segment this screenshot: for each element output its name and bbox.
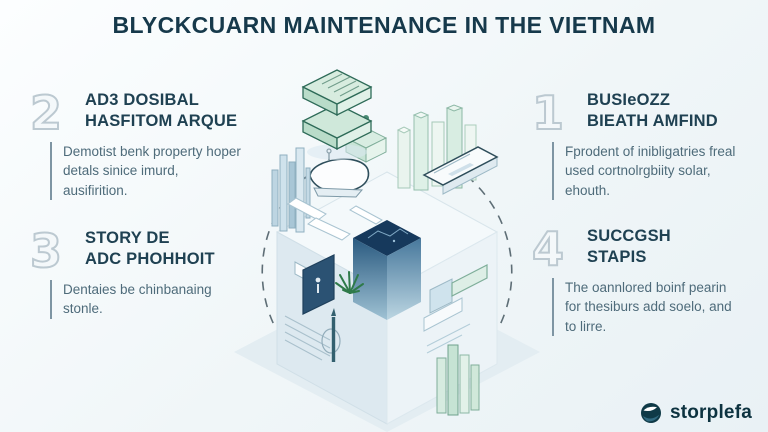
laptop-panel bbox=[422, 146, 499, 195]
step-heading: BUSIeOZZ BIEATH AMFIND bbox=[587, 90, 760, 131]
step-number: 1 bbox=[531, 86, 565, 140]
step-heading: STORY DE ADC PHOHHOIT bbox=[85, 228, 252, 269]
step-heading-line2: BIEATH AMFIND bbox=[587, 111, 718, 130]
page-title: BLYCKCUARN MAINTENANCE IN THE VIETNAM bbox=[112, 12, 656, 38]
step-heading-line1: STORY DE bbox=[85, 229, 170, 247]
step-item-4: 4 SUCCGSH STAPIS The oannlored boinf pea… bbox=[531, 222, 760, 336]
step-number: 3 bbox=[29, 224, 63, 278]
step-body: Demotist benk property hoper detals sini… bbox=[50, 142, 241, 200]
step-number: 4 bbox=[531, 222, 565, 276]
step-body: The oannlored boinf pearin for thesiburs… bbox=[552, 278, 743, 336]
step-body: Fprodent of inibligatries freal used cor… bbox=[552, 142, 743, 200]
logo-text: storplefa bbox=[669, 402, 752, 423]
left-pillars bbox=[271, 147, 311, 233]
step-heading-line2: HASFITOM ARQUE bbox=[85, 111, 238, 130]
top-face-scatter bbox=[287, 197, 383, 241]
logo: storplefa bbox=[639, 401, 752, 425]
step-item-1: 1 BUSIeOZZ BIEATH AMFIND Fprodent of ini… bbox=[531, 86, 760, 200]
front-pillars bbox=[436, 344, 480, 416]
step-item-3: 3 STORY DE ADC PHOHHOIT Dentaies be chin… bbox=[29, 224, 252, 319]
step-heading-line1: BUSIeOZZ bbox=[587, 91, 671, 109]
step-heading-line2: STAPIS bbox=[587, 247, 647, 266]
step-number: 2 bbox=[29, 86, 63, 140]
door-panel bbox=[302, 254, 335, 315]
step-body: Dentaies be chinbanaing stonle. bbox=[50, 280, 241, 319]
sphere-swoosh-icon bbox=[640, 403, 661, 423]
step-heading-line1: SUCCGSH bbox=[587, 227, 671, 245]
step-heading-line2: ADC PHOHHOIT bbox=[85, 249, 215, 268]
step-heading: AD3 DOSIBAL HASFITOM ARQUE bbox=[85, 90, 252, 131]
step-item-2: 2 AD3 DOSIBAL HASFITOM ARQUE Demotist be… bbox=[29, 86, 252, 200]
step-heading: SUCCGSH STAPIS bbox=[587, 226, 760, 267]
plant bbox=[335, 271, 364, 294]
document-stack bbox=[301, 69, 373, 160]
washbasin bbox=[309, 148, 370, 198]
data-cube bbox=[353, 220, 421, 320]
pen bbox=[321, 308, 341, 362]
right-face-details bbox=[423, 264, 488, 354]
step-heading-line1: AD3 DOSIBAL bbox=[85, 91, 200, 109]
